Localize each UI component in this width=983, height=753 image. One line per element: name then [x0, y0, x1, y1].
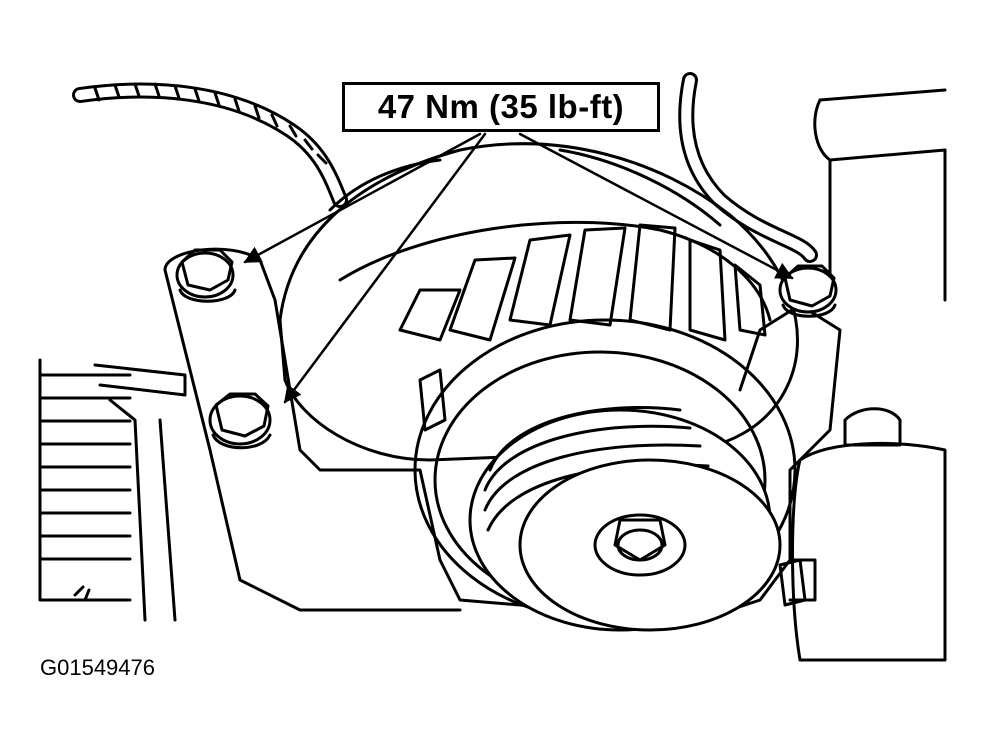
engine-block-ribs — [38, 358, 132, 602]
figure-id-label: G01549476 — [40, 655, 155, 680]
torque-spec-label: 47 Nm (35 lb-ft) — [377, 88, 625, 125]
alternator-pulley — [468, 406, 782, 632]
mounting-bolt-upper-left — [175, 248, 237, 303]
coolant-hose — [788, 88, 947, 662]
alternator-housing — [278, 142, 799, 462]
torque-spec-callout: 47 Nm (35 lb-ft) — [342, 82, 660, 132]
cooling-slots — [398, 223, 767, 432]
coolant-tube — [93, 363, 187, 622]
mounting-bolt-lower-left — [208, 392, 272, 450]
wiring-harness-left — [72, 82, 348, 208]
wiring-harness-right — [678, 72, 818, 263]
mounting-bolt-right — [778, 264, 838, 318]
torque-leader-lines — [243, 132, 794, 404]
mounting-bracket — [163, 247, 842, 622]
